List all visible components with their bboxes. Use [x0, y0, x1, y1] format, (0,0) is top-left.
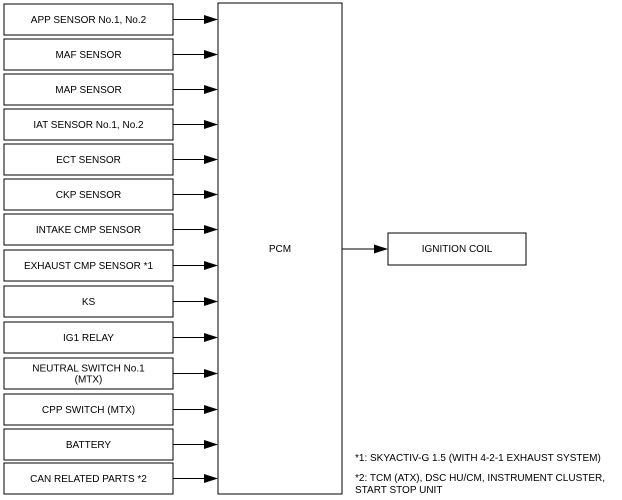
pcm-label: PCM [269, 244, 291, 255]
input-arrowhead [204, 50, 218, 59]
input-component: CKP SENSOR [3, 178, 218, 211]
input-box [3, 357, 174, 390]
input-arrowhead [204, 297, 218, 306]
input-label: KS [82, 297, 96, 308]
input-component: MAF SENSOR [3, 38, 218, 71]
input-box [3, 3, 174, 36]
input-arrowhead [204, 333, 218, 342]
input-arrowhead [204, 155, 218, 164]
input-component: IG1 RELAY [3, 321, 218, 354]
input-component: CAN RELATED PARTS *2 [3, 462, 218, 495]
input-box [3, 143, 174, 176]
input-box [3, 73, 174, 106]
input-label: BATTERY [66, 440, 112, 451]
input-label: MAF SENSOR [55, 50, 121, 61]
input-label: (MTX) [75, 375, 103, 386]
input-label: CKP SENSOR [56, 190, 121, 201]
input-component: INTAKE CMP SENSOR [3, 213, 218, 246]
footnote-1: *1: SKYACTIV-G 1.5 (WITH 4-2-1 EXHAUST S… [355, 453, 601, 464]
input-label: MAP SENSOR [55, 85, 122, 96]
input-arrowhead [204, 190, 218, 199]
input-arrowhead [204, 120, 218, 129]
input-arrowhead [204, 225, 218, 234]
input-label: IAT SENSOR No.1, No.2 [33, 120, 144, 131]
ignition-coil-label: IGNITION COIL [422, 244, 493, 255]
input-arrowhead [204, 15, 218, 24]
input-arrowhead [204, 85, 218, 94]
input-box [3, 393, 174, 426]
footnote-2-line-2: START STOP UNIT [355, 485, 442, 496]
input-component: CPP SWITCH (MTX) [3, 393, 218, 426]
input-label: CPP SWITCH (MTX) [42, 405, 135, 416]
input-component: APP SENSOR No.1, No.2 [3, 3, 218, 36]
input-arrowhead [204, 369, 218, 378]
input-box [3, 213, 174, 246]
input-label: IG1 RELAY [63, 333, 114, 344]
input-component: IAT SENSOR No.1, No.2 [3, 108, 218, 141]
input-component: EXHAUST CMP SENSOR *1 [3, 249, 218, 282]
ignition-coil-box [387, 232, 527, 266]
input-arrowhead [204, 405, 218, 414]
input-box [3, 428, 174, 461]
input-arrowhead [204, 474, 218, 483]
input-label: INTAKE CMP SENSOR [36, 225, 141, 236]
input-box [3, 462, 174, 495]
input-label: ECT SENSOR [56, 155, 121, 166]
input-component: NEUTRAL SWITCH No.1(MTX) [3, 357, 218, 390]
input-component: ECT SENSOR [3, 143, 218, 176]
pcm-box [217, 2, 343, 495]
input-arrowhead [204, 440, 218, 449]
input-component: MAP SENSOR [3, 73, 218, 106]
input-label: APP SENSOR No.1, No.2 [31, 15, 147, 26]
input-label: NEUTRAL SWITCH No.1 [32, 364, 145, 375]
input-box [3, 285, 174, 318]
input-arrowhead [204, 261, 218, 270]
input-component: KS [3, 285, 218, 318]
input-box [3, 321, 174, 354]
input-label: CAN RELATED PARTS *2 [30, 474, 147, 485]
input-label: EXHAUST CMP SENSOR *1 [24, 261, 154, 272]
input-component: BATTERY [3, 428, 218, 461]
pcm-to-ignition-coil-arrow [374, 244, 388, 254]
input-box [3, 108, 174, 141]
input-box [3, 38, 174, 71]
footnote-2-line-1: *2: TCM (ATX), DSC HU/CM, INSTRUMENT CLU… [355, 473, 605, 484]
